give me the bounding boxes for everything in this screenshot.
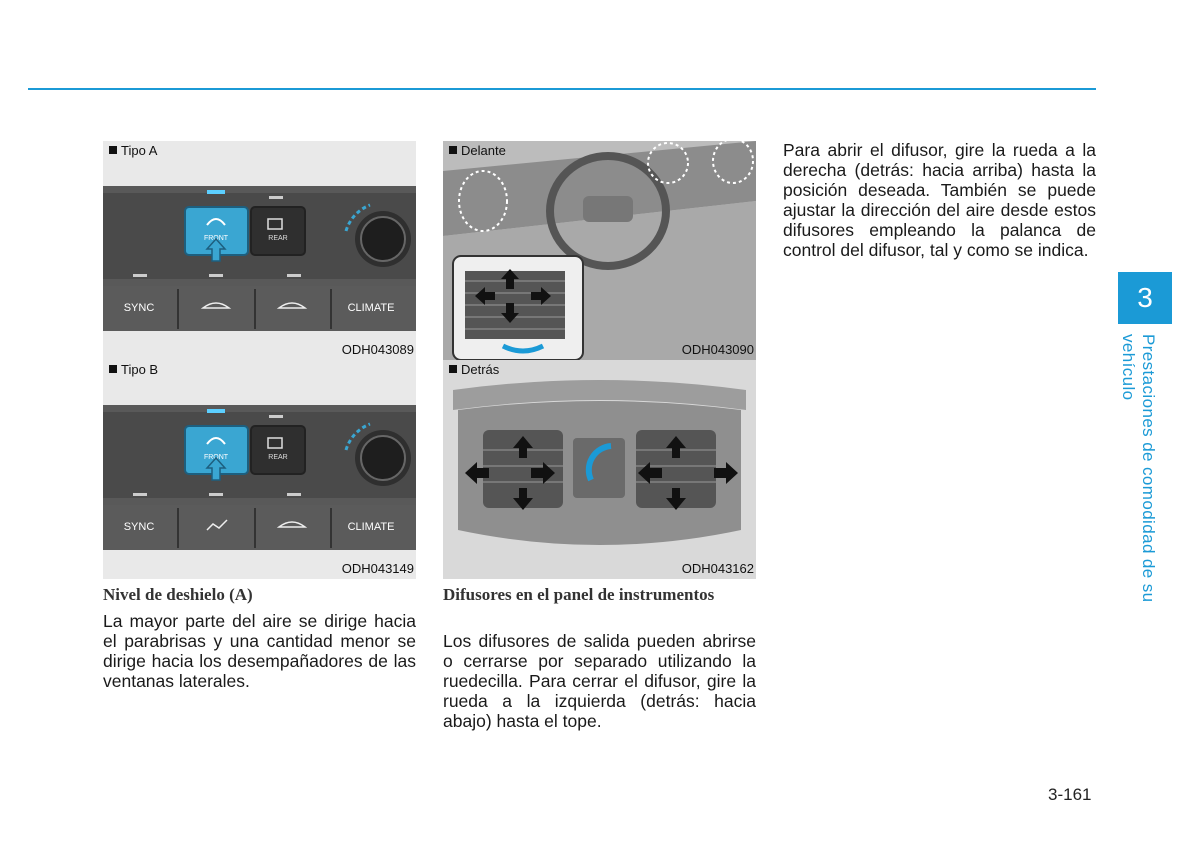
- dashboard-vents-illustration: [443, 141, 756, 360]
- top-rule: [28, 88, 1096, 90]
- figure-label: Tipo B: [109, 362, 158, 377]
- chapter-number-tab: 3: [1118, 272, 1172, 324]
- climate-panel-illustration: FRONT REAR SYNC CLIMATE: [103, 186, 416, 331]
- paragraph-deshielo: La mayor parte del aire se dirige hacia …: [103, 611, 416, 691]
- figure-tipo-a: Tipo A FRONT REAR SYNC CLIMATE ODH043089: [103, 141, 416, 360]
- figure-delante: Delante ODH043090: [443, 141, 756, 360]
- figure-code: ODH043162: [681, 561, 754, 576]
- paragraph-abrir-difusor: Para abrir el difusor, gire la rueda a l…: [783, 140, 1096, 260]
- page-number: 3-161: [1048, 785, 1092, 804]
- figure-code: ODH043090: [681, 342, 754, 357]
- svg-text:CLIMATE: CLIMATE: [348, 521, 395, 533]
- heading-difusores: Difusores en el panel de instrumentos: [443, 585, 715, 604]
- svg-text:REAR: REAR: [268, 454, 287, 461]
- rear-vents-illustration: [443, 360, 756, 579]
- svg-text:SYNC: SYNC: [124, 302, 155, 314]
- figure-tipo-b: Tipo B FRONT REAR SYNC CLIMATE ODH043149: [103, 360, 416, 579]
- figure-label: Tipo A: [109, 143, 157, 158]
- heading-nivel-deshielo: Nivel de deshielo (A): [103, 585, 253, 604]
- figure-label: Detrás: [449, 362, 499, 377]
- svg-text:REAR: REAR: [268, 235, 287, 242]
- chapter-title: Prestaciones de comodidad de su vehículo: [1119, 334, 1158, 603]
- svg-text:CLIMATE: CLIMATE: [348, 302, 395, 314]
- paragraph-difusores: Los difusores de salida pueden abrirse o…: [443, 631, 756, 731]
- figure-code: ODH043089: [341, 342, 414, 357]
- figure-code: ODH043149: [341, 561, 414, 576]
- climate-panel-illustration: FRONT REAR SYNC CLIMATE: [103, 405, 416, 550]
- svg-text:SYNC: SYNC: [124, 521, 155, 533]
- figure-label: Delante: [449, 143, 506, 158]
- figure-detras: Detrás ODH043162: [443, 360, 756, 579]
